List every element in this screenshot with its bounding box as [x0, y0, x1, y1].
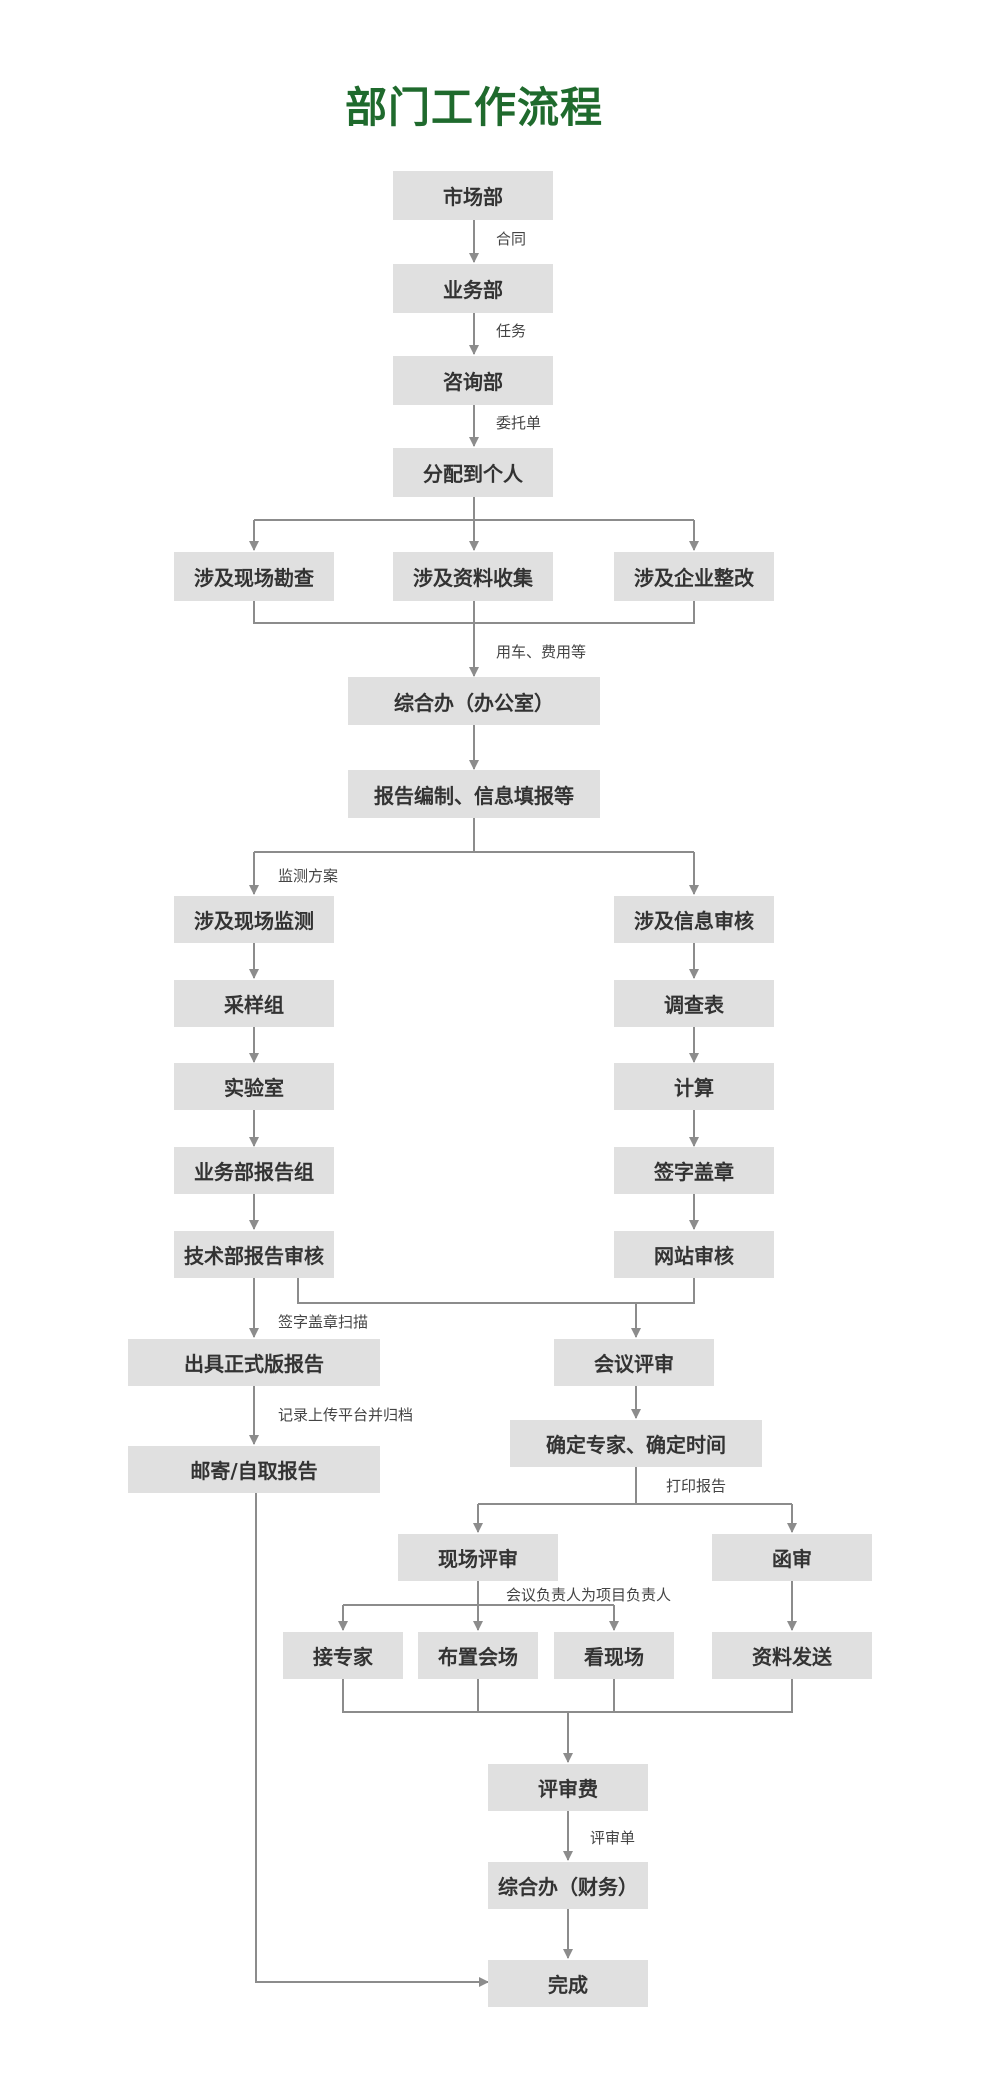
node-survey-form: 调查表	[614, 980, 774, 1027]
node-confirm-experts: 确定专家、确定时间	[510, 1420, 762, 1467]
node-assign: 分配到个人	[393, 448, 553, 497]
node-review-fee: 评审费	[488, 1764, 648, 1811]
edge-label-meeting-lead: 会议负责人为项目负责人	[506, 1586, 672, 1604]
node-data-collect: 涉及资料收集	[393, 552, 553, 601]
edge-label-monitor-plan: 监测方案	[278, 867, 339, 885]
node-report-group: 业务部报告组	[174, 1147, 334, 1194]
node-info-review: 涉及信息审核	[614, 896, 774, 943]
node-issue-report: 出具正式版报告	[128, 1339, 380, 1386]
node-mail-report: 邮寄/自取报告	[128, 1446, 380, 1493]
edge-label-contract: 合同	[496, 230, 527, 248]
node-site-monitor: 涉及现场监测	[174, 896, 334, 943]
node-arrange-venue: 布置会场	[418, 1632, 538, 1679]
node-tech-review: 技术部报告审核	[174, 1231, 334, 1278]
node-finance: 综合办（财务）	[488, 1862, 648, 1909]
edge-label-review-sheet: 评审单	[590, 1829, 636, 1847]
node-onsite-review: 现场评审	[398, 1534, 558, 1581]
node-letter-review: 函审	[712, 1534, 872, 1581]
edge-label-task: 任务	[496, 322, 527, 340]
node-consult: 咨询部	[393, 356, 553, 405]
node-calc: 计算	[614, 1063, 774, 1110]
edge-label-print-report: 打印报告	[666, 1477, 727, 1495]
node-web-review: 网站审核	[614, 1231, 774, 1278]
node-general-office: 综合办（办公室）	[348, 677, 600, 725]
node-send-materials: 资料发送	[712, 1632, 872, 1679]
edge-label-commission: 委托单	[496, 414, 542, 432]
node-done: 完成	[488, 1960, 648, 2007]
node-market: 市场部	[393, 171, 553, 220]
node-view-site: 看现场	[554, 1632, 674, 1679]
node-lab: 实验室	[174, 1063, 334, 1110]
node-meeting-review: 会议评审	[554, 1339, 714, 1386]
node-rectify: 涉及企业整改	[614, 552, 774, 601]
edge-label-record-upload: 记录上传平台并归档	[278, 1406, 414, 1424]
node-sampling: 采样组	[174, 980, 334, 1027]
node-site-survey: 涉及现场勘查	[174, 552, 334, 601]
edge-label-sign-scan: 签字盖章扫描	[278, 1313, 369, 1331]
node-sign-seal: 签字盖章	[614, 1147, 774, 1194]
node-report-edit: 报告编制、信息填报等	[348, 770, 600, 818]
node-business: 业务部	[393, 264, 553, 313]
node-pickup-experts: 接专家	[283, 1632, 403, 1679]
edge-label-vehicle-fee: 用车、费用等	[496, 643, 587, 661]
page-title: 部门工作流程	[344, 83, 603, 132]
